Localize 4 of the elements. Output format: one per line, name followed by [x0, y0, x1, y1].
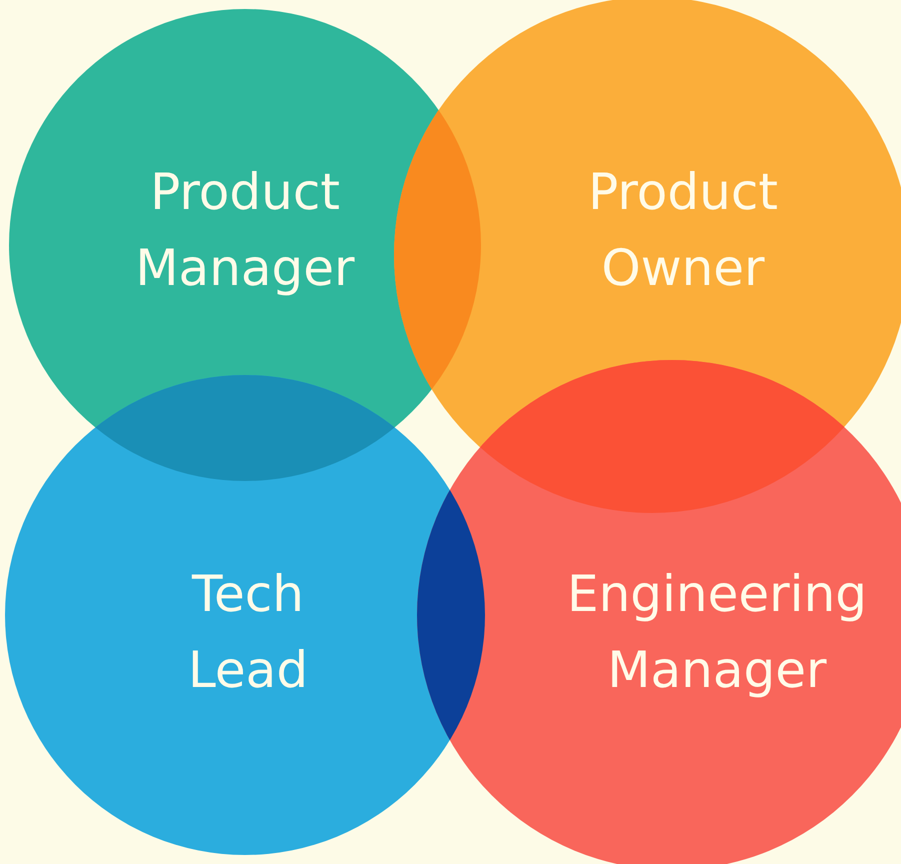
- circle-label: Tech Lead: [188, 564, 308, 701]
- circle-label: Product Manager: [135, 162, 355, 299]
- circle-label: Engineering Manager: [567, 564, 867, 701]
- circle-label: Product Owner: [588, 162, 778, 299]
